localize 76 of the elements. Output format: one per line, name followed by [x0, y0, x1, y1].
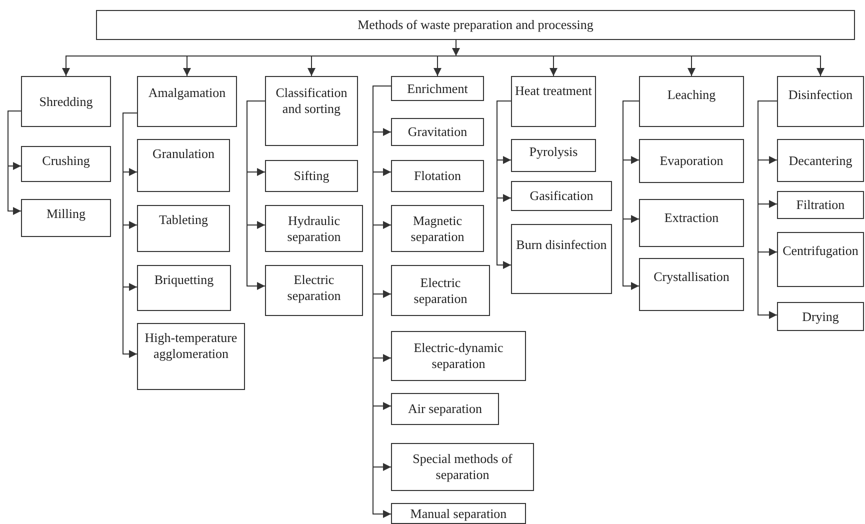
- node-label: Leaching: [667, 87, 716, 103]
- process-box: [639, 139, 744, 183]
- process-box: [511, 76, 596, 127]
- node-label: Decantering: [788, 152, 852, 168]
- process-box: [137, 323, 245, 390]
- process-box: [137, 139, 230, 192]
- arrow: [496, 100, 512, 269]
- arrow: [622, 100, 640, 290]
- process-box: [391, 118, 484, 146]
- process-box: [137, 265, 231, 311]
- node-label: Electric separation: [286, 272, 342, 304]
- process-box: [777, 302, 864, 331]
- process-box: [265, 205, 363, 252]
- title-box: [96, 10, 855, 40]
- process-box: [511, 139, 596, 172]
- process-box: [639, 258, 744, 311]
- process-box: [21, 199, 111, 237]
- node-label: Enrichment: [407, 80, 468, 96]
- process-box: [639, 199, 744, 247]
- process-box: [391, 265, 490, 316]
- node-label: Hydraulic separation: [286, 212, 342, 244]
- node-label: Burn disinfection: [516, 237, 607, 253]
- node-label: Sifting: [294, 168, 330, 184]
- node-label: Magnetic separation: [410, 212, 466, 244]
- process-box: [391, 393, 499, 425]
- node-label: Disinfection: [788, 87, 853, 103]
- node-label: Filtration: [796, 197, 845, 213]
- process-box: [777, 191, 864, 219]
- node-label: Heat treatment: [515, 83, 592, 99]
- process-box: [137, 205, 230, 252]
- process-box: [511, 181, 612, 211]
- node-label: Milling: [46, 206, 86, 222]
- node-label: Electric separation: [412, 274, 468, 306]
- process-box: [777, 232, 864, 287]
- process-box: [137, 76, 237, 127]
- node-label: Flotation: [414, 168, 461, 184]
- process-box: [391, 160, 484, 192]
- node-label: Granulation: [152, 146, 215, 162]
- process-box: [511, 224, 612, 294]
- node-label: Classification and sorting: [274, 85, 348, 117]
- node-label: Evaporation: [660, 153, 724, 169]
- node-label: Centrifugation: [782, 243, 858, 259]
- node-label: Electric-dynamic separation: [412, 340, 504, 372]
- node-label: Gasification: [530, 188, 594, 204]
- node-label: Crushing: [42, 153, 90, 169]
- process-box: [265, 76, 358, 146]
- arrow: [758, 100, 778, 319]
- arrow: [246, 100, 266, 290]
- node-label: Extraction: [664, 210, 719, 226]
- process-box: [265, 160, 358, 192]
- node-label: Drying: [802, 308, 839, 324]
- node-label: Amalgamation: [148, 85, 226, 101]
- node-label: Methods of waste preparation and processing: [358, 17, 594, 33]
- node-label: Air separation: [408, 401, 482, 417]
- process-box: [639, 76, 744, 127]
- arrow: [8, 110, 22, 215]
- node-label: Special methods of separation: [412, 451, 514, 483]
- process-box: [391, 205, 484, 252]
- process-box: [391, 331, 526, 381]
- process-box: [777, 76, 864, 127]
- node-label: Tableting: [159, 212, 208, 228]
- node-label: Manual separation: [410, 506, 507, 522]
- process-box: [777, 139, 864, 182]
- process-box: [21, 76, 111, 127]
- arrow: [122, 112, 138, 358]
- node-label: Gravitation: [408, 124, 468, 140]
- node-label: Pyrolysis: [529, 144, 578, 160]
- node-label: Shredding: [39, 94, 93, 110]
- process-box: [21, 146, 111, 182]
- process-box: [391, 443, 534, 491]
- process-box: [391, 76, 484, 101]
- node-label: High-temperature agglomeration: [144, 330, 238, 362]
- process-box: [391, 503, 526, 524]
- node-label: Briquetting: [154, 272, 214, 288]
- process-box: [265, 265, 363, 316]
- node-label: Crystallisation: [654, 269, 730, 285]
